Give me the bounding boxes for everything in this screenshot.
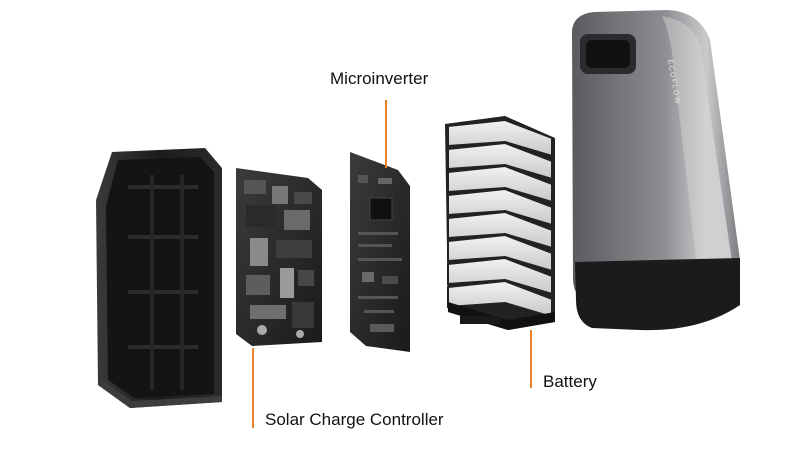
solar-charge-controller-board xyxy=(236,168,322,346)
battery-cell xyxy=(447,118,553,158)
battery-pack xyxy=(445,116,555,330)
microinverter-board xyxy=(350,152,410,352)
microinverter-label: Microinverter xyxy=(330,69,429,88)
housing-shell xyxy=(96,148,222,408)
battery-cell xyxy=(447,164,553,204)
battery-cell xyxy=(447,187,553,227)
battery-cell xyxy=(447,141,553,181)
battery-cell xyxy=(447,256,553,296)
battery-cell xyxy=(447,233,553,273)
solar-charge-controller-label: Solar Charge Controller xyxy=(265,410,444,429)
main-unit: ECOFLOW xyxy=(572,10,740,331)
battery-label: Battery xyxy=(543,372,597,391)
battery-cell xyxy=(447,210,553,250)
